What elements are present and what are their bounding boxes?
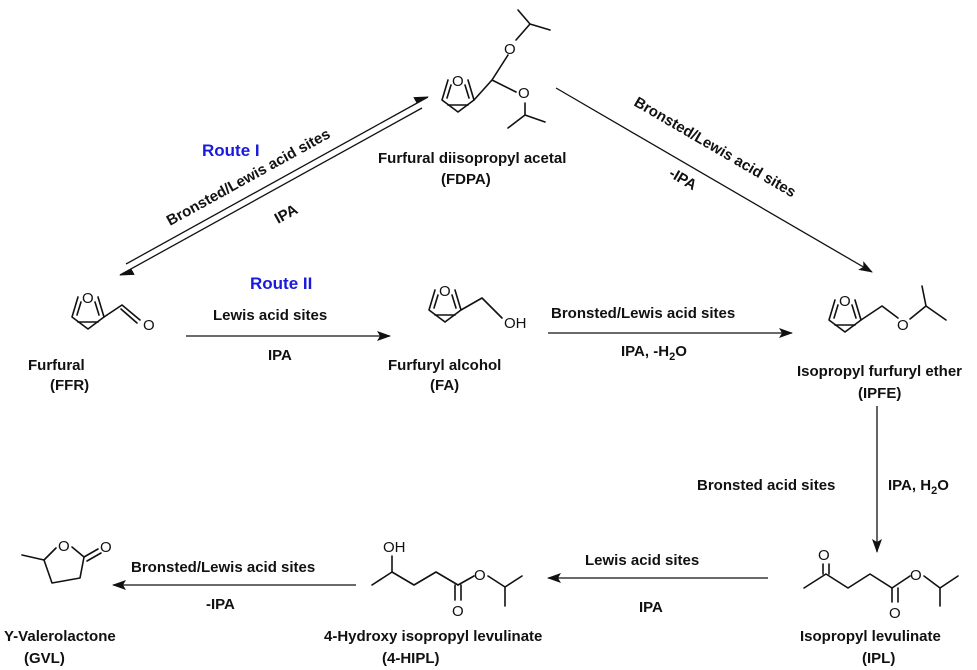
- cond-ipfe-ipl-solvent-prefix: IPA, H: [888, 477, 931, 494]
- ipl-ester-carbonyl-oxygen: O: [889, 605, 901, 622]
- arrow-ffr-to-fdpa: [125, 96, 429, 265]
- cond-ipl-hipl-catalyst: Lewis acid sites: [585, 552, 699, 569]
- cond-ipfe-ipl-solvent: IPA, H2O: [888, 477, 949, 497]
- cond-hipl-gvl-solvent: -IPA: [206, 596, 235, 613]
- fdpa-name: Furfural diisopropyl acetal: [378, 150, 566, 167]
- cond-ffr-fa-solvent: IPA: [268, 347, 292, 364]
- cond-ffr-fa-catalyst: Lewis acid sites: [213, 307, 327, 324]
- ipl-abbr: (IPL): [862, 650, 895, 667]
- fdpa-oxygen-lower: O: [518, 85, 530, 102]
- fa-abbr: (FA): [430, 377, 459, 394]
- ipfe-abbr: (IPFE): [858, 385, 901, 402]
- hipl-hydroxyl: OH: [383, 539, 406, 556]
- ffr-ring-oxygen: O: [82, 290, 94, 307]
- cond-fa-ipfe-solvent-prefix: IPA, -H: [621, 343, 669, 360]
- fdpa-oxygen-upper: O: [504, 41, 516, 58]
- fa-hydroxyl: OH: [504, 315, 527, 332]
- hipl-structure: OH O O: [371, 539, 523, 620]
- cond-fa-ipfe-solvent: IPA, -H2O: [621, 343, 687, 363]
- cond-fa-ipfe-catalyst: Bronsted/Lewis acid sites: [551, 305, 735, 322]
- gvl-structure: O O: [21, 538, 112, 584]
- hipl-abbr: (4-HIPL): [382, 650, 440, 667]
- gvl-ring-oxygen: O: [58, 538, 70, 555]
- cond-hipl-gvl-catalyst: Bronsted/Lewis acid sites: [131, 559, 315, 576]
- cond-ipfe-ipl-solvent-suffix: O: [937, 477, 949, 494]
- hipl-ester-oxygen: O: [474, 567, 486, 584]
- ipl-ester-oxygen: O: [910, 567, 922, 584]
- fdpa-ring-oxygen: O: [452, 73, 464, 90]
- cond-ipfe-ipl-solvent-sub: 2: [931, 485, 937, 497]
- cond-fdpa-ipfe-catalyst: Bronsted/Lewis acid sites: [631, 94, 799, 201]
- fdpa-abbr: (FDPA): [441, 171, 491, 188]
- arrow-fdpa-to-ffr: [119, 107, 423, 276]
- arrow-fdpa-to-ipfe: [555, 87, 873, 273]
- hipl-name: 4-Hydroxy isopropyl levulinate: [324, 628, 542, 645]
- ipl-structure: O O O: [803, 547, 959, 622]
- ffr-name: Furfural: [28, 357, 85, 374]
- ipl-ketone-oxygen: O: [818, 547, 830, 564]
- fdpa-structure: O O O: [441, 9, 551, 129]
- ffr-structure: O O: [71, 290, 155, 334]
- cond-ipl-hipl-solvent: IPA: [639, 599, 663, 616]
- ipfe-ether-oxygen: O: [897, 317, 909, 334]
- cond-fa-ipfe-solvent-suffix: O: [675, 343, 687, 360]
- cond-fa-ipfe-solvent-sub: 2: [669, 351, 675, 363]
- ipfe-name: Isopropyl furfuryl ether: [797, 363, 962, 380]
- route-2-label: Route II: [250, 274, 312, 293]
- gvl-abbr: (GVL): [24, 650, 65, 667]
- gvl-name: Y-Valerolactone: [4, 628, 116, 645]
- ipl-name: Isopropyl levulinate: [800, 628, 941, 645]
- cond-ffr-fdpa-solvent: IPA: [272, 201, 301, 228]
- fa-structure: O OH: [428, 283, 527, 332]
- route-1-label: Route I: [202, 141, 260, 160]
- gvl-carbonyl-oxygen: O: [100, 539, 112, 556]
- hipl-ester-carbonyl-oxygen: O: [452, 603, 464, 620]
- ipfe-structure: O O: [828, 285, 947, 334]
- fa-name: Furfuryl alcohol: [388, 357, 501, 374]
- ffr-abbr: (FFR): [50, 377, 89, 394]
- ipfe-ring-oxygen: O: [839, 293, 851, 310]
- ffr-aldehyde-oxygen: O: [143, 317, 155, 334]
- cond-ipfe-ipl-catalyst: Bronsted acid sites: [697, 477, 835, 494]
- fa-ring-oxygen: O: [439, 283, 451, 300]
